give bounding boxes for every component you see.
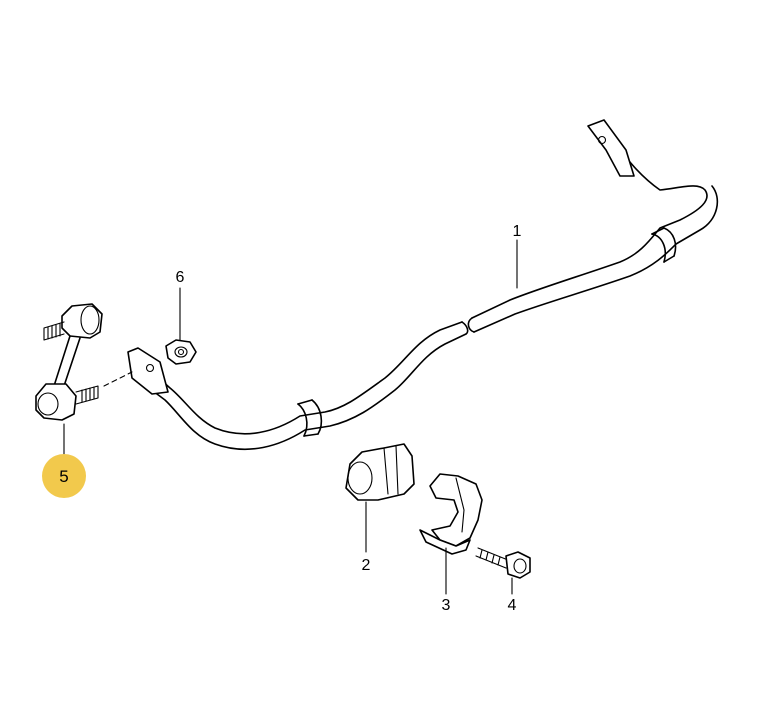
coupling-link-part-5[interactable] — [35, 303, 133, 421]
clamp-part-3[interactable] — [419, 473, 483, 555]
highlighted-callout-part-5[interactable]: 5 — [42, 454, 86, 498]
label-part-1: 1 — [513, 223, 522, 240]
stabilizer-bar[interactable] — [127, 119, 719, 451]
label-part-6: 6 — [176, 269, 185, 286]
label-part-2: 2 — [362, 557, 371, 574]
highlight-circle — [42, 454, 86, 498]
leader-lines — [63, 239, 518, 595]
bushing-part-2[interactable] — [345, 443, 415, 501]
label-part-5: 5 — [59, 467, 68, 486]
bolt-part-4[interactable] — [475, 547, 531, 579]
nut-part-6[interactable] — [165, 339, 197, 365]
label-part-4: 4 — [508, 597, 517, 614]
label-part-3: 3 — [442, 597, 451, 614]
